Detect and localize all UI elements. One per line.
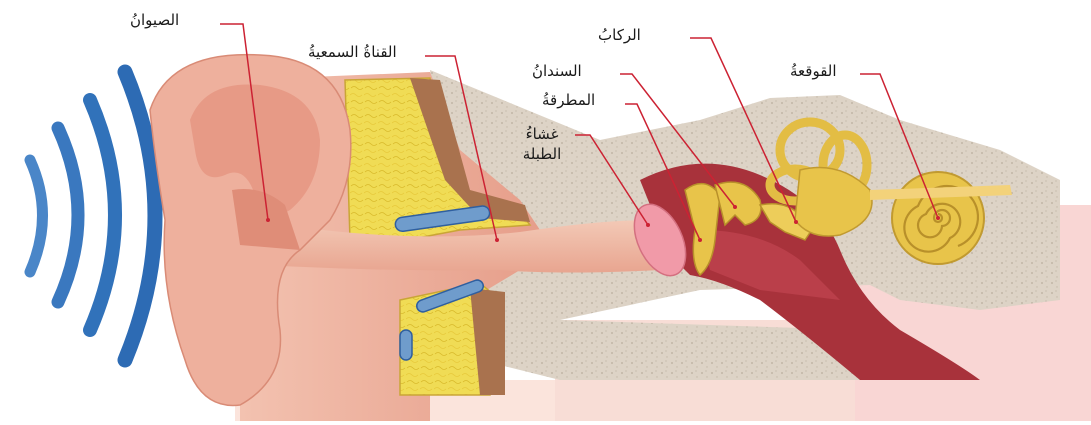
label-cochlea: القوقعةُ bbox=[790, 63, 837, 80]
label-ear-canal: القناةُ السمعيةُ bbox=[308, 44, 397, 61]
sound-waves bbox=[30, 72, 155, 360]
label-pinna: الصيوانُ bbox=[130, 12, 179, 29]
blood-vessel bbox=[400, 330, 412, 360]
label-malleus: المطرقةُ bbox=[542, 92, 595, 109]
label-incus: السندانُ bbox=[532, 63, 582, 80]
label-eardrum: غشاءُ الطبلة bbox=[512, 124, 572, 164]
label-stapes: الركابُ bbox=[598, 27, 641, 44]
